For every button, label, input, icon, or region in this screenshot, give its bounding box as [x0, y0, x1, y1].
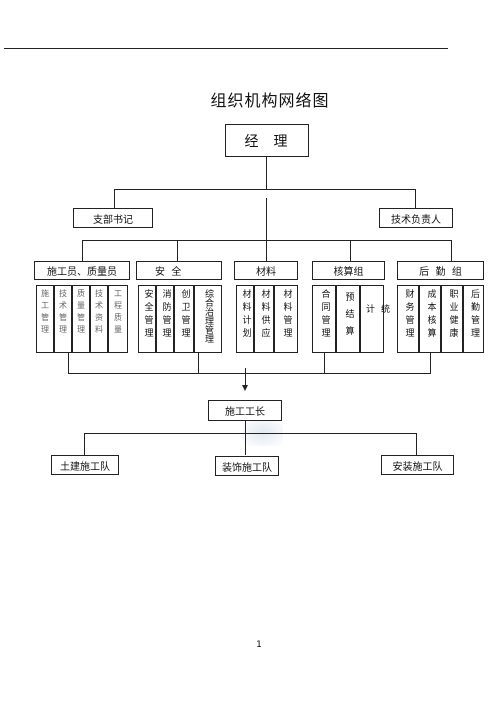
tech-lead-label: 技术负责人	[391, 214, 441, 226]
column-cell: 合同管理	[312, 285, 336, 353]
connector-line	[415, 189, 416, 208]
party-secretary-box: 支部书记	[73, 208, 153, 228]
column-cell: 创卫管理	[174, 285, 194, 353]
connector-line	[416, 433, 417, 455]
connector-line	[266, 198, 267, 261]
connector-line	[324, 353, 325, 373]
group-safety-header: 安 全	[136, 261, 222, 280]
team-installation-box: 安装施工队	[381, 455, 454, 475]
column-cell: 材料管理	[274, 285, 298, 353]
column-cell: 消防管理	[156, 285, 174, 353]
connector-line	[84, 433, 85, 455]
connector-line	[430, 353, 431, 373]
party-secretary-label: 支部书记	[93, 214, 133, 226]
group-accounting-header: 核算组	[312, 261, 385, 280]
team-decoration-box: 装饰施工队	[215, 456, 279, 476]
arrow-down-icon	[242, 385, 248, 391]
column-cell: 材料供应	[254, 285, 274, 353]
site-foreman-box: 施工工长	[208, 400, 282, 421]
connector-line	[82, 240, 452, 241]
group-logistics-header: 后 勤 组	[397, 261, 484, 280]
connector-line	[84, 433, 417, 434]
site-foreman-label: 施工工长	[225, 407, 265, 418]
column-cell: 安全管理	[138, 285, 156, 353]
connector-line	[68, 353, 69, 373]
connector-line	[451, 240, 452, 261]
column-cell: 施工管理	[36, 285, 54, 353]
manager-box: 经 理	[225, 124, 309, 157]
connector-line	[245, 368, 246, 386]
column-cell: 后勤管理	[463, 285, 484, 353]
column-cell: 职业健康	[441, 285, 463, 353]
column-cell: 统计	[360, 285, 389, 353]
connector-line	[266, 157, 267, 189]
column-cell: 材料计划	[236, 285, 254, 353]
connector-line	[68, 373, 431, 374]
diagram-title: 组织机构网络图	[210, 91, 330, 110]
group-materials-header: 材料	[234, 261, 298, 280]
column-cell: 预结算	[336, 285, 360, 353]
column-cell: 技术管理	[54, 285, 72, 353]
group-construction-header: 施工员、质量员	[34, 261, 130, 280]
connector-line	[82, 240, 83, 261]
column-cell: 技术资料	[90, 285, 108, 353]
connector-line	[114, 189, 115, 208]
connector-line	[245, 433, 246, 455]
top-rule	[4, 48, 448, 49]
column-cell: 综合治理管理	[194, 285, 222, 353]
tech-lead-box: 技术负责人	[379, 208, 453, 228]
page-number: 1	[256, 640, 262, 650]
column-cell: 财务管理	[397, 285, 419, 353]
connector-line	[245, 421, 246, 433]
connector-line	[114, 189, 416, 190]
column-cell: 质量管理	[72, 285, 90, 353]
connector-line	[198, 353, 199, 373]
connector-line	[177, 240, 178, 261]
column-cell: 工程质量	[108, 285, 128, 353]
column-cell: 成本核算	[419, 285, 441, 353]
team-civil-box: 土建施工队	[51, 455, 119, 475]
connector-line	[350, 240, 351, 261]
manager-label: 经 理	[244, 133, 290, 150]
